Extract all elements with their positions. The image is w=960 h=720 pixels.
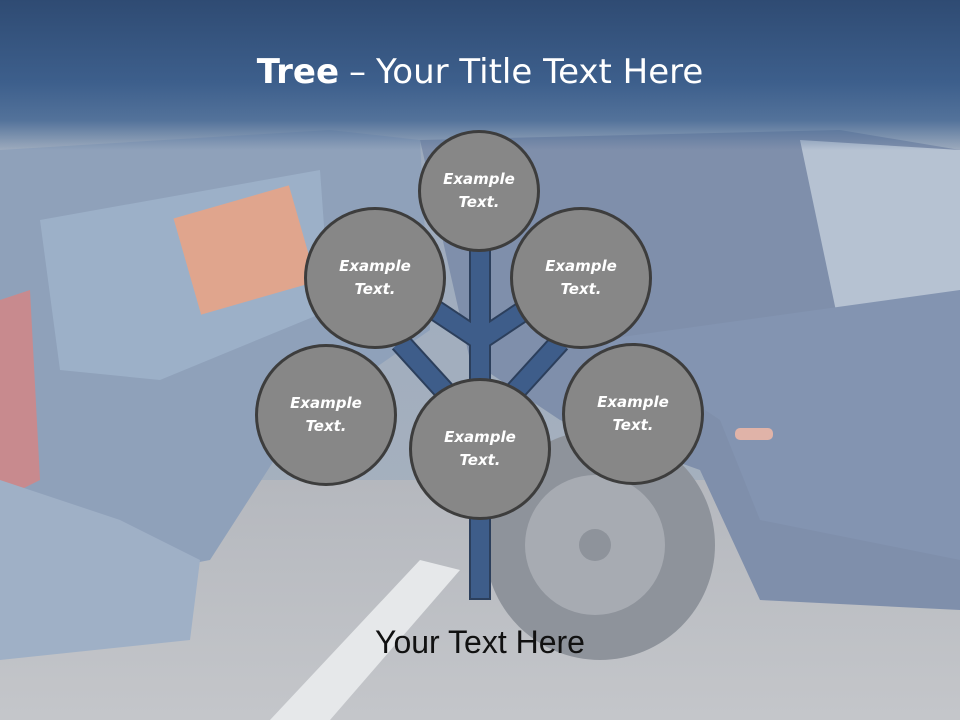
title-separator: – [349,52,367,92]
tree-node-label: Example Text. [290,394,362,435]
tree-node-label: Example Text. [597,393,669,434]
title-text: Your Title Text Here [376,52,704,92]
tree-node-upper-right: Example Text. [510,207,652,349]
tree-node-label: Example Text. [339,257,411,298]
tree-node-label: Example Text. [444,428,516,469]
caption-text: Your Text Here [375,624,585,660]
tree-node-label: Example Text. [443,170,515,211]
tree-node-right: Example Text. [562,343,704,485]
tree-node-lower-left: Example Text. [255,344,397,486]
tree-node-top: Example Text. [418,130,540,252]
tree-node-upper-left: Example Text. [304,207,446,349]
tree-node-center: Example Text. [409,378,551,520]
title-bar [0,0,960,150]
title-bold: Tree [256,52,340,92]
tree-node-label: Example Text. [545,257,617,298]
slide-title: Tree–Your Title Text Here [0,52,960,92]
